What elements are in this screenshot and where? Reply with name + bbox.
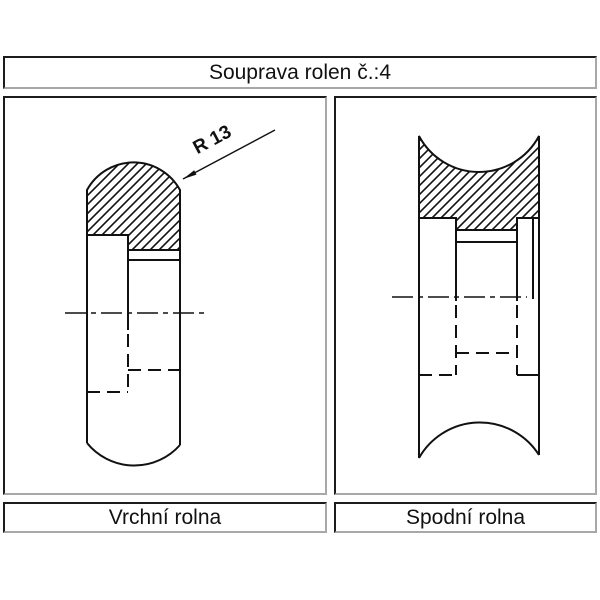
- bottom-roller-panel: [334, 96, 597, 495]
- page-title: Souprava rolen č.:4: [208, 60, 392, 84]
- top-roller-hidden-lines: [87, 334, 180, 393]
- top-roller-panel: R 13: [3, 96, 327, 495]
- bottom-roller-hatch-area: [418, 135, 540, 231]
- top-roller-label: Vrchní rolna: [108, 505, 222, 529]
- title-cell: Souprava rolen č.:4: [3, 56, 597, 89]
- leader-arrow-icon: [183, 170, 197, 179]
- bottom-roller-label: Spodní rolna: [405, 505, 526, 529]
- top-roller-hatch-area: [86, 161, 181, 251]
- top-roller-drawing: R 13: [65, 121, 276, 467]
- bottom-roller-hidden-lines: [419, 305, 518, 376]
- top-roller-label-cell: Vrchní rolna: [3, 502, 327, 533]
- top-roller-outline: [86, 190, 181, 467]
- radius-leader: [182, 129, 276, 180]
- bottom-roller-label-cell: Spodní rolna: [334, 502, 597, 533]
- bottom-roller-drawing: [392, 135, 540, 459]
- radius-annotation: R 13: [190, 121, 235, 158]
